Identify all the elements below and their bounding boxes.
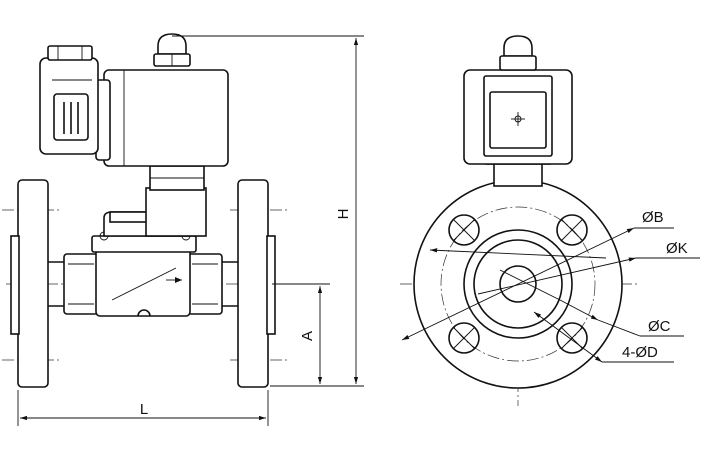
- dim-label-D: 4-ØD: [622, 344, 658, 361]
- right-flange: [237, 179, 276, 388]
- dim-label-B: ØB: [642, 209, 664, 226]
- valve-body: [95, 247, 191, 317]
- left-flange: [10, 179, 49, 388]
- coil-housing: [95, 69, 229, 167]
- dim-label-L: L: [140, 401, 148, 418]
- dimensions: L H A ØB ØK ØC 4-ØD: [17, 38, 700, 426]
- side-view: [400, 35, 640, 406]
- dim-label-K: ØK: [666, 240, 688, 257]
- dim-label-A: A: [299, 331, 316, 341]
- dim-label-H: H: [335, 209, 352, 220]
- dim-label-C: ØC: [648, 318, 671, 335]
- din-connector: [39, 45, 99, 155]
- front-view: [2, 33, 364, 388]
